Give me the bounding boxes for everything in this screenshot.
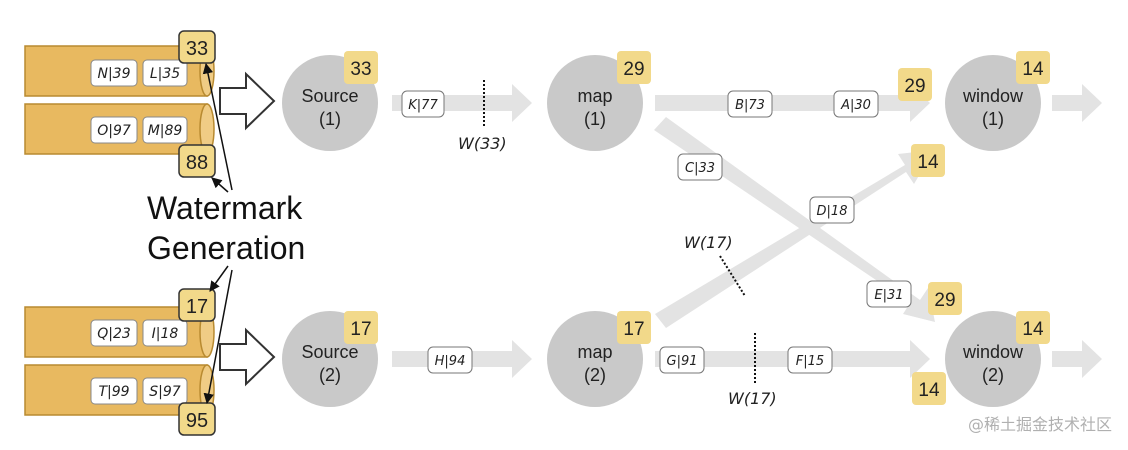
input-arrow-icon — [219, 327, 276, 387]
record-box — [142, 319, 188, 347]
node-index: (2) — [982, 365, 1004, 385]
input-watermark-badge: 14 — [912, 372, 946, 405]
record-label: F|15 — [796, 354, 824, 369]
record-label: M|89 — [148, 123, 183, 139]
caption-line-2: Generation — [147, 230, 305, 266]
stream-record: E|31 — [866, 280, 912, 308]
node-watermark-badge: 17 — [617, 311, 651, 344]
node-name: map — [577, 342, 612, 362]
stream-record: H|94 — [427, 346, 473, 374]
badge-value: 29 — [904, 76, 925, 97]
node-name: window — [962, 86, 1024, 106]
badge-value: 29 — [934, 290, 955, 311]
input-arrow-icon — [219, 71, 276, 131]
caption-line-1: Watermark — [147, 190, 303, 226]
record-box — [90, 319, 138, 347]
flow-arrow — [655, 84, 930, 122]
badge-value: 33 — [186, 38, 208, 60]
caption-pointer — [202, 62, 233, 191]
record-box — [142, 116, 188, 144]
caption-pointer — [209, 265, 229, 292]
badge-value: 88 — [186, 152, 208, 174]
watermark-marker-label: W(33) — [458, 134, 507, 153]
record-label: L|35 — [150, 66, 180, 82]
partition-watermark-badge: 33 — [178, 30, 216, 64]
badge-value: 17 — [350, 319, 371, 340]
record-label: T|99 — [98, 384, 129, 400]
badge-value: 17 — [623, 319, 644, 340]
partition-2: O|97 M|89 — [24, 103, 215, 155]
stream-record: F|15 — [787, 346, 833, 374]
record-label: A|30 — [840, 98, 871, 113]
watermark-marker-label: W(17) — [684, 233, 733, 252]
badge-value: 17 — [186, 296, 208, 318]
node-name: Source — [301, 342, 358, 362]
record-box — [142, 377, 188, 405]
node-index: (1) — [982, 109, 1004, 129]
record-box — [142, 59, 188, 87]
node-watermark-badge: 14 — [1016, 311, 1050, 344]
node-index: (2) — [584, 365, 606, 385]
badge-value: 95 — [186, 410, 208, 432]
flow-arrow — [1052, 340, 1102, 378]
partition-4: T|99 S|97 — [24, 364, 215, 416]
record-label: N|39 — [97, 66, 130, 82]
record-label: H|94 — [435, 354, 466, 369]
badge-value: 14 — [1022, 319, 1044, 340]
record-box — [90, 116, 138, 144]
stream-record: K|77 — [401, 90, 445, 118]
stream-record: G|91 — [659, 346, 705, 374]
stream-record: B|73 — [727, 90, 773, 118]
record-label: E|31 — [874, 288, 903, 303]
partition-3: Q|23 I|18 — [24, 306, 215, 358]
stream-record: C|33 — [677, 153, 723, 181]
node-name: window — [962, 342, 1024, 362]
node-name: map — [577, 86, 612, 106]
record-label: C|33 — [685, 161, 715, 176]
input-watermark-badge: 29 — [898, 68, 932, 101]
flow-arrow — [654, 117, 935, 322]
record-box — [90, 377, 138, 405]
node-watermark-badge: 17 — [344, 311, 378, 344]
record-label: O|97 — [97, 123, 131, 139]
node-index: (1) — [584, 109, 606, 129]
input-watermark-badge: 29 — [928, 282, 962, 315]
partition-watermark-badge: 88 — [178, 144, 216, 178]
stream-record: A|30 — [833, 90, 879, 118]
record-label: Q|23 — [97, 326, 131, 342]
node-index: (1) — [319, 109, 341, 129]
partition-watermark-badge: 17 — [178, 288, 216, 322]
record-label: G|91 — [667, 354, 698, 369]
node-watermark-badge: 33 — [344, 51, 378, 84]
badge-value: 14 — [918, 380, 940, 401]
badge-value: 29 — [623, 59, 644, 80]
site-watermark: @稀土掘金技术社区 — [968, 415, 1112, 434]
record-label: D|18 — [817, 204, 848, 219]
record-label: S|97 — [149, 384, 181, 400]
node-name: Source — [301, 86, 358, 106]
partition-watermark-badge: 95 — [178, 402, 216, 436]
flow-arrow — [1052, 84, 1102, 122]
flow-arrow — [392, 84, 532, 122]
caption-pointer — [211, 177, 229, 193]
record-box — [90, 59, 138, 87]
badge-value: 33 — [350, 59, 371, 80]
badge-value: 14 — [1022, 59, 1044, 80]
record-label: I|18 — [152, 326, 179, 342]
input-watermark-badge: 14 — [911, 144, 945, 177]
watermark-marker-label: W(17) — [728, 389, 777, 408]
stream-record: D|18 — [809, 196, 855, 224]
record-label: K|77 — [408, 98, 438, 113]
node-watermark-badge: 14 — [1016, 51, 1050, 84]
node-watermark-badge: 29 — [617, 51, 651, 84]
node-index: (2) — [319, 365, 341, 385]
caption-pointer — [203, 269, 233, 405]
record-label: B|73 — [735, 98, 765, 113]
flow-arrow — [655, 150, 934, 328]
badge-value: 14 — [917, 152, 939, 173]
